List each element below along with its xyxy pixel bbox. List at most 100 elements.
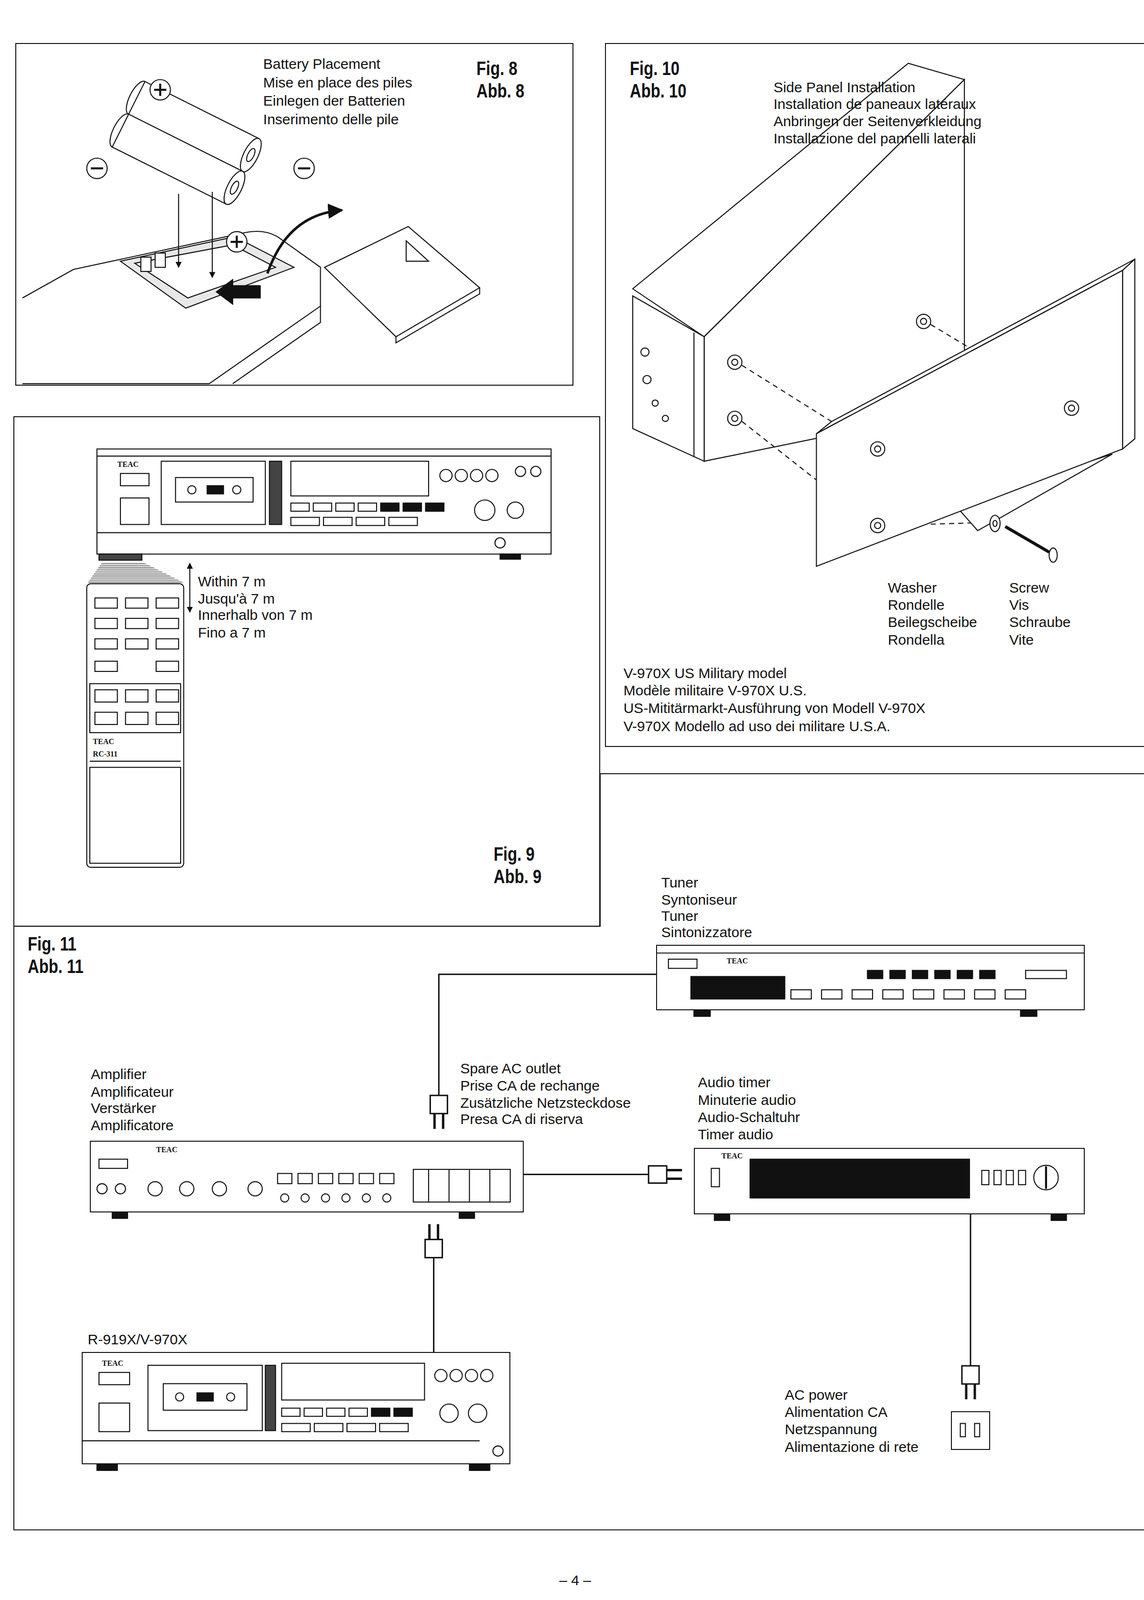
cassette-deck-drawing: [98, 1403, 130, 1432]
amplifier-drawing: [382, 1193, 391, 1202]
remote-control-drawing: [156, 618, 179, 629]
cassette-deck-drawing: [335, 503, 355, 512]
side-panel-drawing: [870, 442, 885, 457]
plug-symbol: [648, 1165, 695, 1184]
caption-text: Alimentazione di rete: [784, 1438, 919, 1456]
outlet-drawing: [974, 1423, 980, 1437]
model-label: RC-311: [92, 749, 118, 759]
side-panel-drawing: [992, 520, 998, 527]
amplifier-drawing: [248, 1181, 263, 1197]
cassette-deck-drawing: [393, 1408, 412, 1417]
cassette-deck-drawing: [439, 1403, 458, 1423]
brand-logo: TEAC: [102, 1359, 124, 1368]
tuner-drawing: [979, 970, 995, 979]
cassette-deck-drawing: [403, 503, 422, 512]
cassette-deck-drawing: [303, 1408, 323, 1417]
tuner-drawing: [693, 1010, 711, 1017]
device-box: Audio timerMinuterie audioAudio-Schaltuh…: [693, 1147, 1085, 1215]
part-label: Vite: [1009, 631, 1034, 649]
cassette-deck-drawing: [291, 517, 320, 526]
side-panel-drawing: [1068, 405, 1075, 412]
tuner-drawing: [656, 952, 1085, 1016]
cassette-deck-drawing: [148, 1365, 263, 1431]
remote-control-drawing: [156, 712, 179, 725]
caption-text: US-Mititärmarkt-Ausführung von Modell V-…: [623, 699, 926, 717]
cassette-deck-drawing: [207, 485, 224, 494]
amplifier-drawing: [359, 1173, 374, 1184]
timer-drawing: [1033, 1165, 1058, 1190]
figure-panel: Fig. 9Abb. 9Within 7 mJusqu'à 7 mInnerha…: [13, 416, 601, 927]
plug-symbol: [961, 1365, 980, 1384]
brand-logo: TEAC: [92, 737, 114, 746]
amplifier-drawing: [413, 1169, 511, 1202]
cassette-deck-drawing: [291, 503, 310, 512]
plug-symbol: [425, 1211, 443, 1258]
cassette-deck-drawing: [81, 1363, 504, 1471]
timer-drawing: [1018, 1170, 1026, 1185]
battery-illustration: [105, 110, 249, 208]
amplifier-drawing: [115, 1183, 126, 1194]
amplifier-drawing: [97, 1159, 511, 1219]
part-label: Washer: [887, 579, 937, 597]
cassette-deck-drawing: [314, 1423, 344, 1432]
battery-illustration: [211, 191, 213, 278]
side-panel-drawing: [652, 399, 659, 407]
timer-drawing: [711, 1168, 720, 1187]
side-panel-drawing: [1122, 259, 1135, 449]
cassette-deck-drawing: [480, 1369, 494, 1382]
cassette-deck-drawing: [474, 499, 496, 521]
caption-text: Amplificateur: [90, 1083, 174, 1101]
battery-illustration: [324, 226, 480, 337]
remote-control-drawing: [89, 767, 181, 864]
figure-number: Fig. 8: [476, 57, 518, 79]
amplifier-drawing: [277, 1173, 292, 1184]
cassette-deck-drawing: [388, 517, 418, 526]
plug-symbol: [425, 1239, 443, 1258]
remote-control-drawing: [125, 618, 149, 629]
remote-control-drawing: [95, 661, 118, 672]
side-panel-drawing: [874, 522, 881, 529]
cassette-deck-drawing: [323, 517, 353, 526]
tuner-drawing: [957, 970, 973, 979]
tuner-drawing: [943, 989, 965, 999]
figure-number: Abb. 10: [629, 80, 687, 102]
caption-text: Tuner: [661, 874, 699, 892]
side-panel-drawing: [727, 410, 743, 426]
plug-symbol: [430, 1095, 448, 1142]
caption-text: Syntoniseur: [661, 891, 737, 909]
cassette-deck-drawing: [97, 455, 551, 457]
plug-symbol: [431, 1211, 436, 1240]
page-number: – 4 –: [559, 1571, 592, 1589]
remote-control-drawing: [86, 583, 184, 868]
illustrations: [22, 63, 1135, 1470]
caption-text: Inserimento delle pile: [263, 110, 400, 129]
side-panel-drawing: [874, 445, 881, 453]
battery-illustration: [105, 110, 129, 147]
remote-control-drawing: [86, 583, 184, 868]
caption-text: Amplifier: [90, 1065, 147, 1083]
tuner-drawing: [1025, 970, 1067, 979]
remote-control-drawing: [95, 597, 118, 608]
cassette-deck-drawing: [232, 485, 241, 494]
battery-illustration: [298, 167, 311, 170]
device-box: R-919X/V-970X: [81, 1351, 511, 1465]
cassette-deck-drawing: [515, 466, 526, 477]
cassette-deck-drawing: [425, 503, 444, 512]
side-panel-drawing: [693, 332, 695, 457]
outlet-box: AC powerAlimentation CANetzspannungAlime…: [950, 1411, 990, 1450]
cassette-deck-drawing: [434, 1369, 448, 1382]
cassette-deck-drawing: [98, 1372, 130, 1385]
remote-control-drawing: [95, 712, 118, 725]
remote-control-drawing: [156, 689, 179, 702]
battery-illustration: [86, 158, 108, 179]
cassette-deck-drawing: [175, 1392, 184, 1402]
side-panel-drawing: [870, 518, 885, 533]
battery-illustration: [293, 158, 315, 179]
part-label: Spare AC outlet: [460, 1059, 561, 1078]
cassette-deck-drawing: [196, 1392, 214, 1402]
cassette-deck-drawing: [187, 485, 196, 494]
side-panel-drawing: [642, 375, 651, 384]
plug-symbol: [434, 1113, 443, 1129]
remote-control-drawing: [125, 712, 149, 725]
